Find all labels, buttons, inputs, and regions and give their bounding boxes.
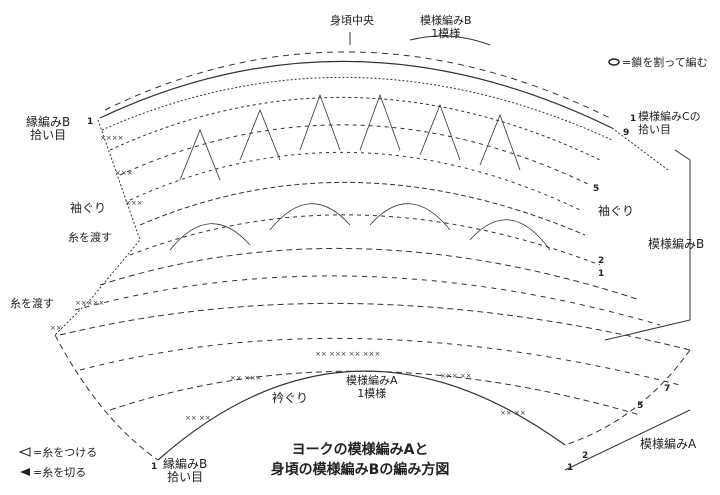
diagram-title: ヨークの模様編みAと身頃の模様編みBの編み方図 [250,440,470,480]
pattern-a-right-label: 模様編みA [640,437,697,451]
label-line: 模様編みA [346,374,398,387]
row-number: 1 [151,462,158,472]
attach-yarn-legend: =糸をつける [33,446,98,459]
row-number: 5 [637,401,644,411]
svg-text:×××: ××× [125,199,143,207]
svg-text:×××: ××× [115,169,133,177]
svg-text:×× ××× ×× ×××: ×× ××× ×× ××× [315,350,380,358]
neckline-label: 衿ぐり [272,391,309,405]
neckline-arc [157,370,566,461]
svg-text:×× ×××: ×× ××× [230,374,262,382]
svg-text:××××: ×××× [100,134,123,142]
top-scallop-arc [104,51,611,119]
row-number: 2 [598,256,605,266]
title-line: 身頃の模様編みBの編み方図 [270,462,450,478]
cut-yarn-legend: =糸を切る [33,466,87,479]
body-center-label: 身頃中央 [330,14,374,27]
label-line: 縁編みB [26,115,71,129]
pass-yarn-label-2: 糸を渡す [10,297,54,310]
label-line: 1模様 [431,27,461,40]
svg-text:×× ××: ×× ×× [185,414,211,422]
attach-yarn-symbol [18,447,31,457]
pass-yarn-label-1: 糸を渡す [68,231,112,244]
svg-text:×× ××: ×× ×× [500,409,526,417]
label-line: 1模様 [357,387,387,400]
label-line: 拾い目 [638,123,671,136]
row-number: 1 [598,269,605,279]
pattern-c-pickup-label: 模様編みCの拾い目 [638,110,701,136]
top-edge-arc [99,60,613,129]
row-number: 1 [87,117,94,127]
row-number: 1 [630,114,637,124]
svg-text:××: ×× [50,324,62,332]
armhole-right-label: 袖ぐり [598,204,635,218]
label-line: 縁編みB [163,457,208,471]
row-number: 1 [567,463,574,473]
svg-text:×××××: ××××× [75,299,104,307]
row-number: 5 [593,184,600,194]
label-line: 模様編みB [420,14,472,27]
label-line: 拾い目 [30,128,67,142]
label-line: 拾い目 [167,470,204,484]
cut-yarn-symbol [20,468,30,476]
armhole-left-label: 袖ぐり [70,201,107,215]
row-number: 2 [582,451,589,461]
title-line: ヨークの模様編みAと [291,442,429,458]
label-line: 模様編みCの [638,110,701,123]
chain-split-symbol [608,58,620,66]
pattern-b-right-label: 模様編みB [648,237,705,251]
chain-split-legend: =鎖を割って編む [622,56,708,69]
svg-text:××× ××: ××× ×× [440,372,472,380]
row-number: 7 [664,384,671,394]
row-number: 9 [623,128,630,138]
